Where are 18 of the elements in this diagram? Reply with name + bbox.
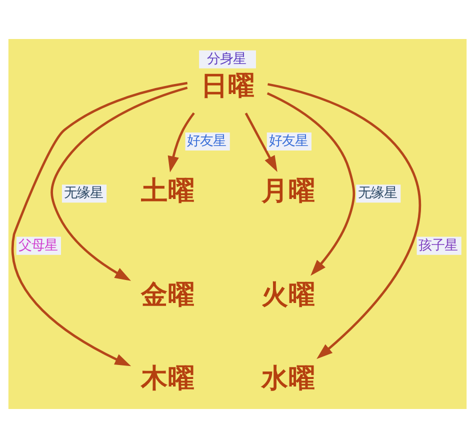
node-label: 日曜 [200,70,255,101]
node-text: 火曜 [262,279,316,310]
node-text: 木曜 [141,362,196,394]
node-box: 分身星 [199,50,256,68]
edge-label: 好友星 [187,133,226,148]
node-text: 水曜 [262,362,316,394]
node-text: 月曜 [262,174,316,206]
edge-label: 无缘星 [358,186,397,201]
node-text: 金曜 [141,279,196,310]
arrow [168,112,195,172]
edge-label: 好友星 [268,133,308,148]
arrow [244,112,278,172]
edge-label: 无缘星 [64,186,103,201]
edge-label: 孩子星 [418,238,458,253]
arrow [11,81,188,366]
edge-label: 父母星 [18,238,58,253]
arrow [50,86,188,280]
node-text: 土曜 [141,174,196,206]
